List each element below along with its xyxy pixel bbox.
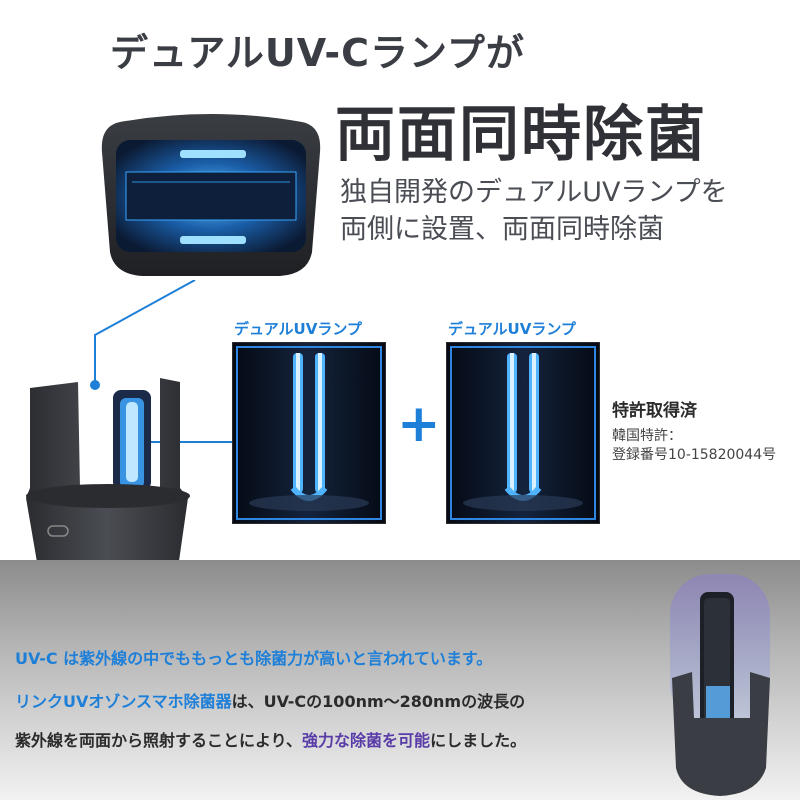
body-line3-c: にしました。	[430, 731, 527, 750]
device-with-phone-image	[670, 574, 770, 796]
uv-lamp-panel-right	[446, 342, 600, 524]
lamp-label-left: デュアルUVランプ	[234, 320, 362, 338]
device-left-image	[26, 378, 190, 592]
body-line3: 紫外線を両面から照射することにより、強力な除菌を可能にしました。	[15, 727, 526, 751]
patent-title: 特許取得済	[612, 401, 697, 421]
body-line2-rest: は、UV-Cの100nm～280nmの波長の	[231, 692, 526, 711]
body-line1: UV-C は紫外線の中でももっとも除菌力が高いと言われています。	[15, 649, 493, 668]
device-top-cross-section-image	[101, 114, 321, 276]
lamp-label-right: デュアルUVランプ	[448, 320, 576, 338]
uv-lamp-panel-left	[232, 342, 386, 524]
plus-sign: +	[397, 394, 441, 454]
subtitle-line1: 独自開発のデュアルUVランプを	[340, 177, 728, 208]
body-line3-a: 紫外線を両面から照射することにより、	[15, 731, 303, 750]
bottom-gradient-band	[0, 560, 800, 800]
connector-lines	[90, 280, 233, 447]
patent-line1: 韓国特許：	[612, 428, 682, 444]
product-name: リンクUVオゾンスマホ除菌器	[15, 692, 232, 711]
headline-line1: デュアルUV-Cランプが	[110, 31, 525, 75]
body-line2: リンクUVオゾンスマホ除菌器は、UV-Cの100nm～280nmの波長の	[15, 688, 525, 712]
headline-line2: 両面同時除菌	[335, 100, 707, 170]
patent-line2: 登録番号10-15820044号	[612, 447, 777, 463]
subtitle-line2: 両側に設置、両面同時除菌	[340, 214, 664, 245]
body-line3-emphasis: 強力な除菌を可能	[302, 731, 431, 750]
